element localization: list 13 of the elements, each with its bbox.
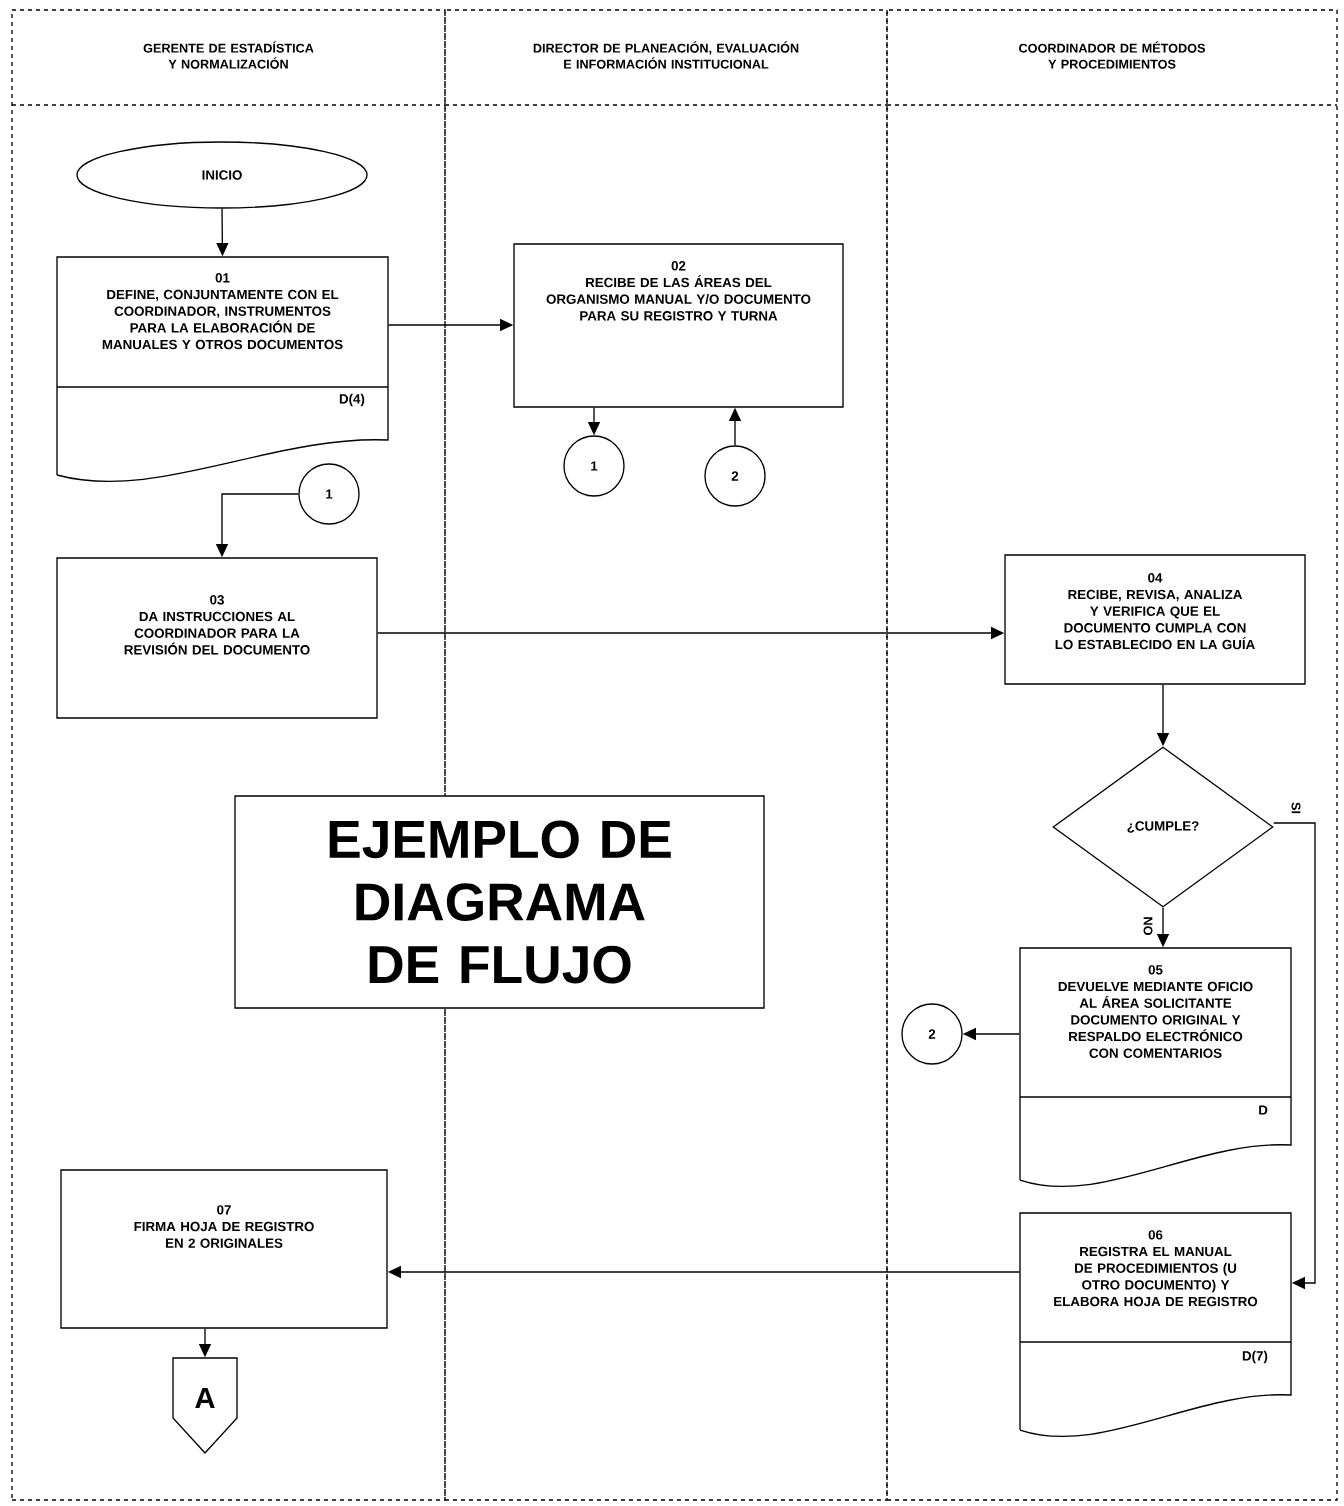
off-page-connector: A [172, 1357, 238, 1454]
process-box: 02 RECIBE DE LAS ÁREAS DEL ORGANISMO MANUAL Y/O DOCUMENTO PARA SU REGISTRO Y TURNA [513, 243, 844, 408]
arrow [1273, 822, 1316, 1290]
document-shape: 05 DEVUELVE MEDIANTE OFICIO AL ÁREA SOLICITANTE DOCUMENTO ORIGINAL Y RESPALDO ELECTRÓNICO CON COMENTARIOS D [1019, 947, 1292, 1188]
start-terminal: INICIO [76, 141, 368, 209]
edge-label: NO [1142, 915, 1154, 937]
process-box: 07 FIRMA HOJA DE REGISTRO EN 2 ORIGINALES [60, 1169, 388, 1329]
document-shape: 01 DEFINE, CONJUNTAMENTE CON EL COORDINADOR, INSTRUMENTOS PARA LA ELABORACIÓN DE MANUALES Y OTROS DOCUMENTOS D(4) [56, 256, 389, 483]
process-box: 03 DA INSTRUCCIONES AL COORDINADOR PARA LA REVISIÓN DEL DOCUMENTO [56, 557, 378, 719]
document-shape: 06 REGISTRA EL MANUAL DE PROCEDIMIENTOS (U OTRO DOCUMENTO) Y ELABORA HOJA DE REGISTRO D(7) [1019, 1212, 1292, 1438]
process-box: 04 RECIBE, REVISA, ANALIZA Y VERIFICA QUE EL DOCUMENTO CUMPLA CON LO ESTABLECIDO EN LA GUÍA [1004, 554, 1306, 685]
edge-label: SI [1290, 800, 1302, 816]
title-box: EJEMPLO DE DIAGRAMA DE FLUJO [234, 795, 765, 1009]
